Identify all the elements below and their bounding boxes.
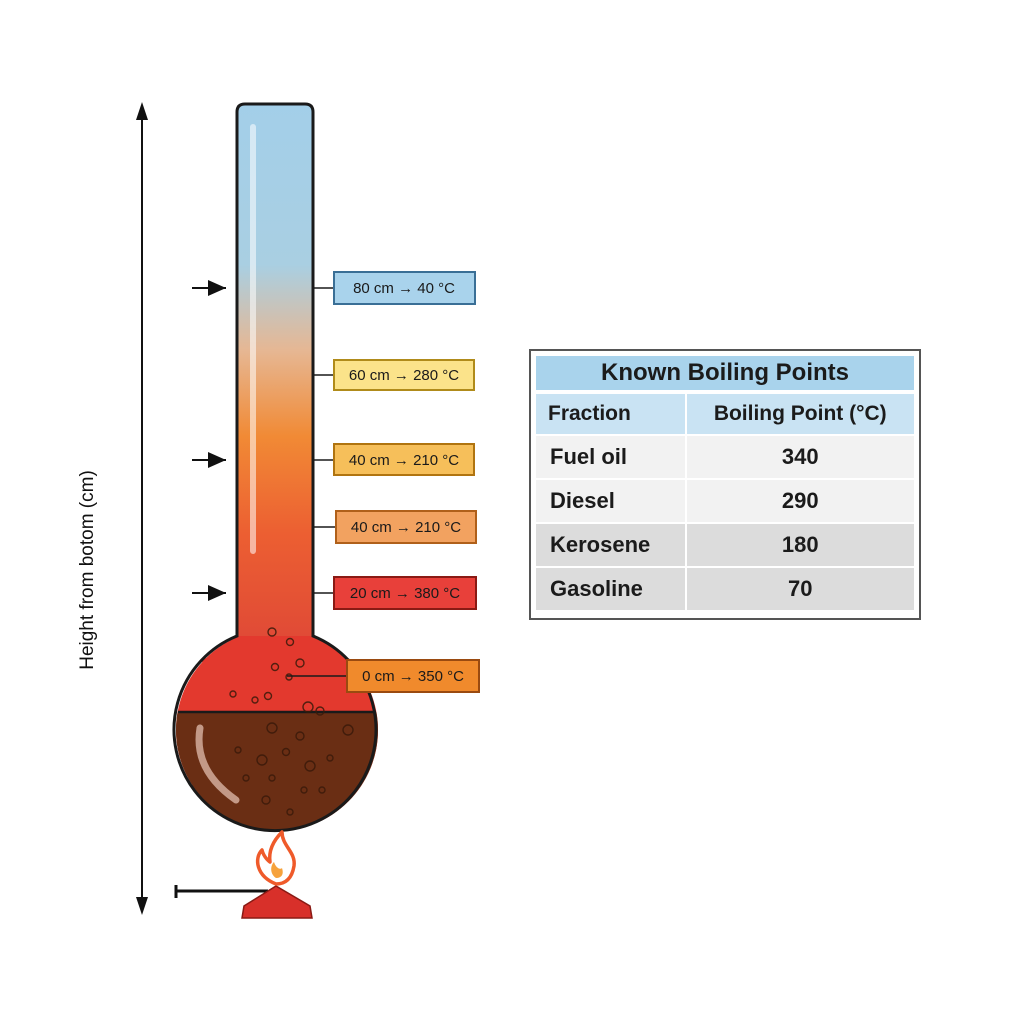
header-boiling-point: Boiling Point (°C) bbox=[686, 394, 914, 434]
tag-label: 60 cm → 280 °C bbox=[349, 367, 459, 384]
tag-box bbox=[333, 443, 475, 476]
header-fraction: Fraction bbox=[536, 394, 687, 434]
table-grid: Fraction Boiling Point (°C) Fuel oil 340… bbox=[536, 392, 914, 612]
tag-80cm: 80 cm → 40 °C bbox=[313, 271, 476, 305]
table-title: Known Boiling Points bbox=[536, 356, 914, 390]
tag-40cm-b: 40 cm → 210 °C bbox=[313, 510, 477, 544]
boiling-points-table: Known Boiling Points Fraction Boiling Po… bbox=[529, 349, 921, 620]
axis-label: Height from botom (cm) bbox=[77, 470, 98, 670]
tag-label: 40 cm → 210 °C bbox=[351, 519, 461, 536]
table-row: Kerosene 180 bbox=[536, 524, 914, 566]
cell-fraction: Fuel oil bbox=[536, 436, 687, 478]
height-axis: Height from botom (cm) bbox=[77, 102, 148, 915]
table-header-row: Fraction Boiling Point (°C) bbox=[536, 394, 914, 434]
tag-label: 80 cm → 40 °C bbox=[353, 280, 455, 297]
bubbles bbox=[229, 627, 354, 816]
cell-boiling-point: 180 bbox=[686, 524, 914, 566]
tag-box bbox=[333, 576, 477, 610]
tag-40cm-a: 40 cm → 210 °C bbox=[313, 443, 475, 476]
tag-label: 0 cm → 350 °C bbox=[362, 668, 464, 685]
tag-20cm: 20 cm → 380 °C bbox=[313, 576, 477, 610]
tag-box bbox=[335, 510, 477, 544]
cell-fraction: Gasoline bbox=[536, 568, 687, 610]
cell-boiling-point: 340 bbox=[686, 436, 914, 478]
table-row: Gasoline 70 bbox=[536, 568, 914, 610]
tag-box bbox=[346, 659, 480, 693]
cell-fraction: Kerosene bbox=[536, 524, 687, 566]
table-row: Diesel 290 bbox=[536, 480, 914, 522]
tag-60cm: 60 cm → 280 °C bbox=[313, 359, 475, 391]
cell-fraction: Diesel bbox=[536, 480, 687, 522]
tag-label: 20 cm → 380 °C bbox=[350, 585, 460, 602]
cell-boiling-point: 70 bbox=[686, 568, 914, 610]
bunsen-burner bbox=[174, 830, 313, 919]
flame-icon bbox=[255, 830, 296, 886]
tag-box bbox=[333, 359, 475, 391]
tag-0cm: 0 cm → 350 °C bbox=[287, 659, 480, 693]
side-arrows bbox=[192, 280, 226, 601]
cell-boiling-point: 290 bbox=[686, 480, 914, 522]
temperature-tags: 80 cm → 40 °C 60 cm → 280 °C 40 cm → 210… bbox=[287, 271, 480, 693]
tag-box bbox=[333, 271, 476, 305]
tag-label: 40 cm → 210 °C bbox=[349, 452, 459, 469]
table-row: Fuel oil 340 bbox=[536, 436, 914, 478]
